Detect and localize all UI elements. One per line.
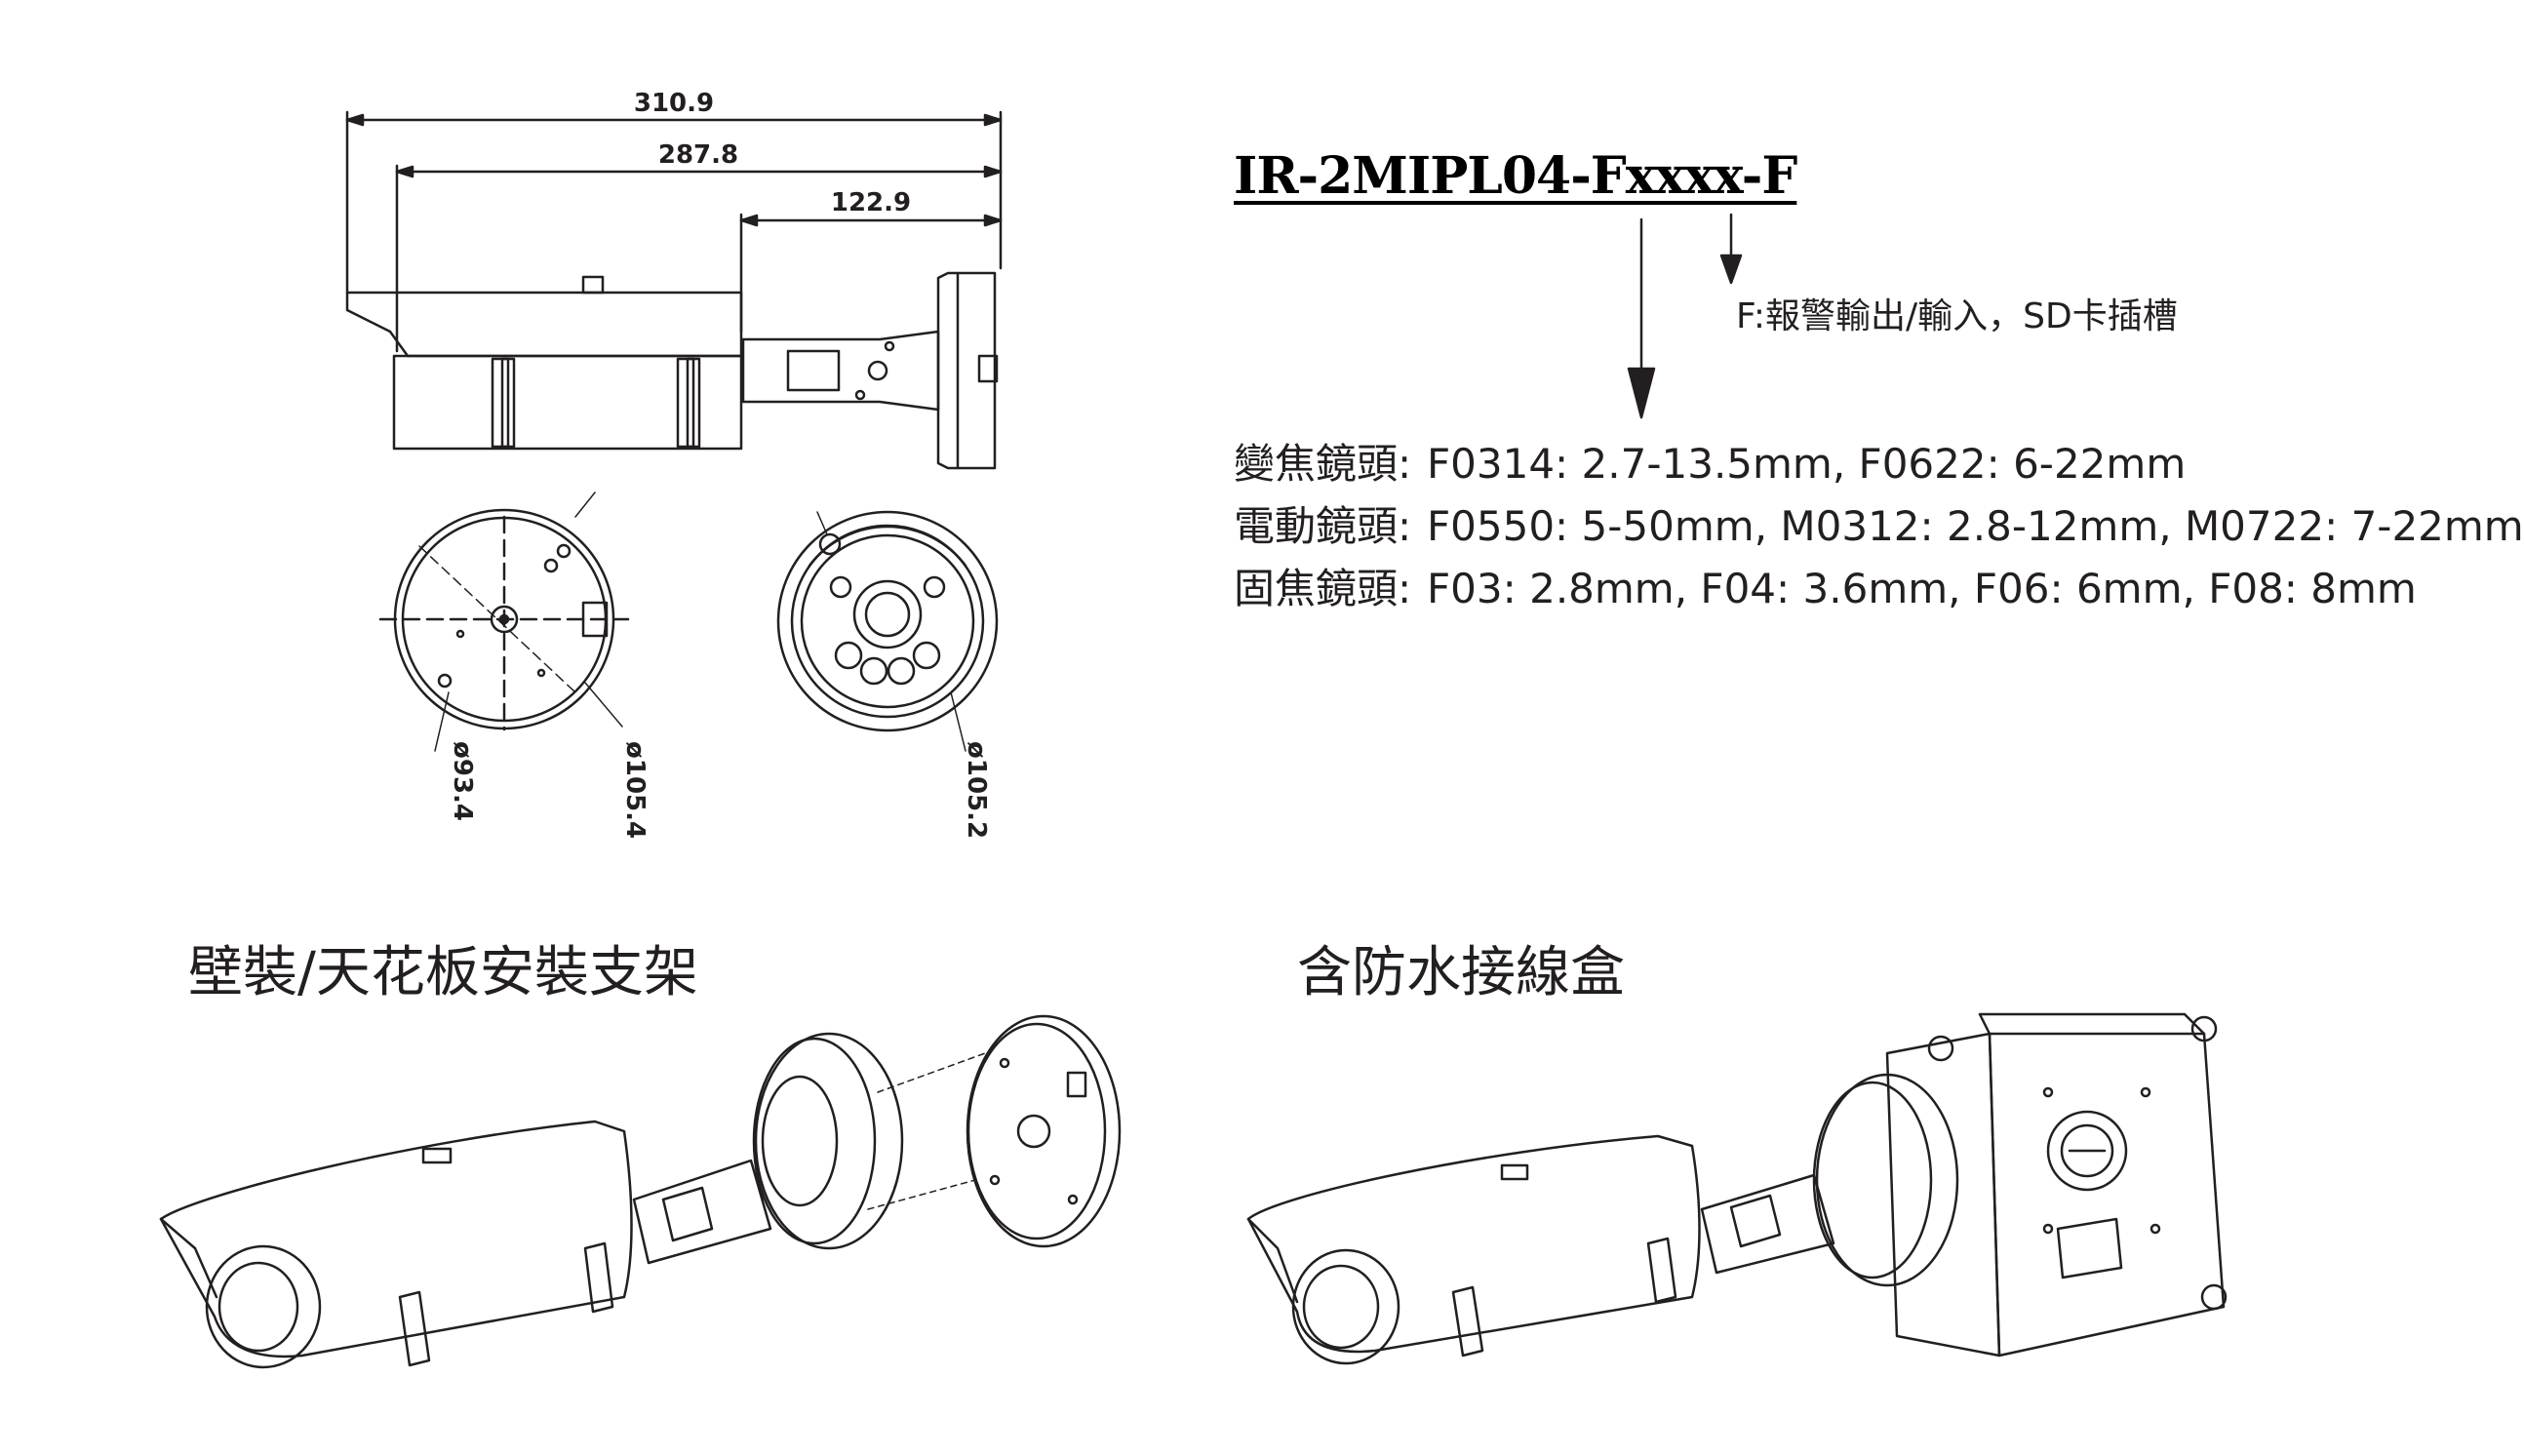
dim-body-length: 287.8 xyxy=(658,140,738,170)
lens-row-fixed: 固焦鏡頭: F03: 2.8mm, F04: 3.6mm, F06: 6mm, F… xyxy=(1234,558,2524,620)
model-code-arrows xyxy=(1627,213,1743,419)
lens-type-label: 電動鏡頭: xyxy=(1234,502,1412,550)
base-plate-view xyxy=(378,492,630,752)
technical-drawing: 310.9 287.8 122.9 ø93.4 ø105.4 ø105.2 xyxy=(159,89,2228,1369)
dim-bracket-length: 122.9 xyxy=(831,188,911,217)
wall-ceiling-bracket-illustration xyxy=(159,1014,1122,1369)
lens-options: 變焦鏡頭: F0314: 2.7-13.5mm, F0622: 6-22mm 電動… xyxy=(1234,433,2524,620)
lens-type-label: 固焦鏡頭: xyxy=(1234,565,1412,612)
dim-base-diameter-outer: ø105.4 xyxy=(620,741,650,839)
suffix-option-note: F:報警輸出/輸入，SD卡插槽 xyxy=(1736,296,2178,336)
junction-box-heading: 含防水接線盒 xyxy=(1297,941,1625,1004)
model-code: IR-2MIPL04-Fxxxx-F xyxy=(1234,146,1797,206)
lens-values: F0550: 5-50mm, M0312: 2.8-12mm, M0722: 7… xyxy=(1427,502,2524,550)
camera-side-view xyxy=(345,110,1003,470)
lens-type-label: 變焦鏡頭: xyxy=(1234,440,1412,488)
front-view xyxy=(776,510,999,752)
dim-base-diameter-inner: ø93.4 xyxy=(448,741,477,821)
dim-overall-length: 310.9 xyxy=(634,89,714,118)
lens-row-varifocal: 變焦鏡頭: F0314: 2.7-13.5mm, F0622: 6-22mm xyxy=(1234,433,2524,495)
dim-front-diameter: ø105.2 xyxy=(962,741,991,839)
lens-values: F0314: 2.7-13.5mm, F0622: 6-22mm xyxy=(1427,440,2187,488)
bracket-heading: 壁裝/天花板安裝支架 xyxy=(188,941,698,1004)
lens-values: F03: 2.8mm, F04: 3.6mm, F06: 6mm, F08: 8… xyxy=(1427,565,2417,612)
lens-row-motorized: 電動鏡頭: F0550: 5-50mm, M0312: 2.8-12mm, M07… xyxy=(1234,495,2524,558)
junction-box-illustration xyxy=(1246,1012,2228,1365)
